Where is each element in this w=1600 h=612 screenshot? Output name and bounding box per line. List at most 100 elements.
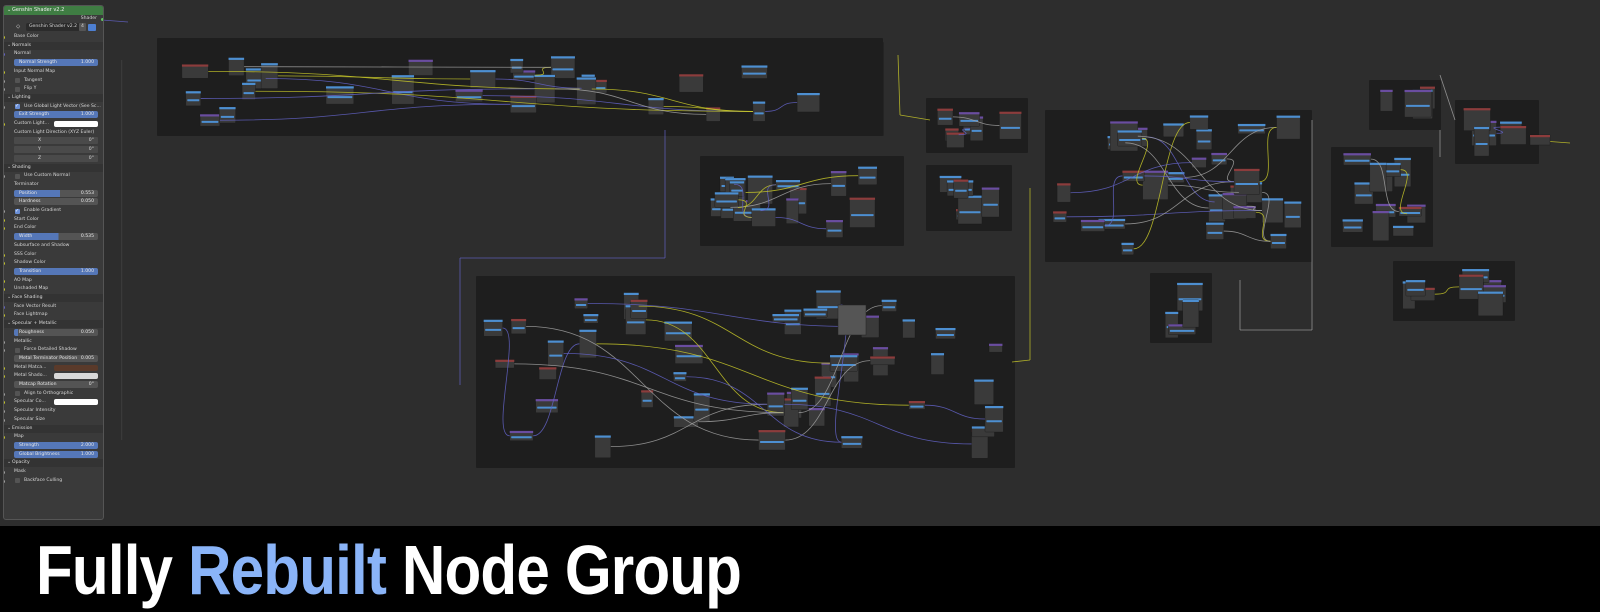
node-header[interactable] bbox=[455, 89, 483, 92]
node-header[interactable] bbox=[512, 70, 536, 73]
node-value-field[interactable] bbox=[511, 436, 532, 439]
node-header[interactable] bbox=[1142, 170, 1169, 173]
node-value-field[interactable] bbox=[722, 208, 737, 211]
node-value-field[interactable] bbox=[817, 306, 840, 309]
node-header[interactable] bbox=[989, 343, 1003, 346]
node-value-field[interactable] bbox=[1000, 126, 1020, 129]
node-header[interactable] bbox=[775, 180, 801, 183]
checkbox-row[interactable]: Enable Gradient bbox=[4, 207, 103, 215]
node-header[interactable] bbox=[1392, 225, 1414, 229]
node-header[interactable] bbox=[1233, 206, 1256, 209]
shader-node[interactable] bbox=[1473, 126, 1490, 157]
panel-heading-face-shading[interactable]: Face Shading bbox=[4, 294, 103, 302]
node-value-field[interactable] bbox=[512, 327, 525, 330]
input-socket[interactable] bbox=[4, 262, 5, 266]
node-header[interactable] bbox=[495, 359, 515, 362]
node-value-field[interactable] bbox=[983, 203, 998, 206]
node-header[interactable] bbox=[1398, 206, 1422, 210]
node-header[interactable] bbox=[729, 181, 745, 184]
shader-node[interactable] bbox=[751, 208, 776, 227]
node-header[interactable] bbox=[849, 197, 876, 200]
input-socket[interactable] bbox=[4, 410, 5, 414]
color-input-row[interactable]: Custom Light... bbox=[4, 120, 103, 128]
node-value-field[interactable] bbox=[816, 392, 830, 395]
shader-node[interactable] bbox=[664, 321, 693, 342]
node-header[interactable] bbox=[984, 405, 1004, 409]
shader-node[interactable] bbox=[1405, 279, 1426, 297]
checkbox-unchecked-icon[interactable] bbox=[15, 173, 20, 179]
shader-node[interactable] bbox=[957, 195, 983, 225]
node-value-field[interactable] bbox=[1344, 159, 1370, 162]
node-header[interactable] bbox=[550, 56, 575, 59]
node-editor[interactable]: ⌄ Genshin Shader v2.2 Shader⬦Genshin Sha… bbox=[0, 0, 1600, 526]
input-socket[interactable] bbox=[4, 392, 5, 396]
node-value-field[interactable] bbox=[883, 306, 896, 309]
node-header[interactable] bbox=[945, 128, 959, 131]
shader-node[interactable] bbox=[930, 352, 945, 375]
panel-heading-normals[interactable]: Normals bbox=[4, 41, 103, 50]
shader-node[interactable] bbox=[391, 74, 415, 105]
node-header[interactable] bbox=[648, 98, 664, 101]
input-socket[interactable] bbox=[4, 418, 5, 422]
shader-node[interactable] bbox=[469, 69, 496, 89]
node-header[interactable] bbox=[510, 95, 537, 98]
node-header[interactable] bbox=[1404, 89, 1432, 93]
node-header[interactable] bbox=[1098, 218, 1126, 222]
node-value-field[interactable] bbox=[731, 189, 743, 192]
shader-node[interactable] bbox=[849, 197, 876, 228]
node-value-field[interactable] bbox=[1407, 288, 1424, 291]
node-header[interactable] bbox=[1191, 157, 1207, 160]
node-value-field[interactable] bbox=[851, 214, 874, 217]
node-header[interactable] bbox=[1407, 204, 1426, 207]
node-value-field[interactable] bbox=[627, 321, 645, 324]
shader-node[interactable] bbox=[1233, 168, 1260, 195]
input-socket[interactable] bbox=[4, 253, 5, 257]
node-value-field[interactable] bbox=[754, 112, 764, 115]
input-socket[interactable] bbox=[4, 314, 5, 318]
node-header[interactable] bbox=[1057, 183, 1071, 186]
node-value-field[interactable] bbox=[584, 319, 597, 322]
node-header[interactable] bbox=[741, 65, 768, 68]
node-header[interactable] bbox=[539, 367, 557, 370]
node-header[interactable] bbox=[242, 82, 256, 85]
node-value-field[interactable] bbox=[1082, 226, 1104, 229]
node-value-field[interactable] bbox=[537, 406, 557, 409]
shader-node[interactable] bbox=[630, 299, 648, 319]
node-header[interactable] bbox=[1483, 280, 1502, 283]
input-socket[interactable] bbox=[4, 340, 5, 344]
shader-node[interactable] bbox=[999, 111, 1022, 140]
node-value-field[interactable] bbox=[827, 229, 842, 232]
node-header[interactable] bbox=[930, 353, 945, 356]
node-value-field[interactable] bbox=[1344, 226, 1362, 229]
input-socket[interactable] bbox=[4, 401, 5, 405]
shader-node[interactable] bbox=[752, 101, 766, 122]
node-header[interactable] bbox=[483, 319, 503, 322]
node-header[interactable] bbox=[1196, 129, 1212, 132]
color-swatch[interactable] bbox=[54, 121, 98, 127]
shader-node[interactable] bbox=[510, 318, 527, 335]
checkbox-row[interactable]: Tangent bbox=[4, 77, 103, 85]
input-socket[interactable] bbox=[4, 218, 5, 222]
panel-heading-shading[interactable]: Shading bbox=[4, 163, 103, 172]
node-header[interactable] bbox=[587, 79, 607, 83]
node-header[interactable] bbox=[1500, 121, 1522, 124]
node-header[interactable] bbox=[999, 111, 1022, 114]
node-header[interactable] bbox=[1343, 153, 1371, 156]
node-value-field[interactable] bbox=[201, 120, 219, 123]
node-header[interactable] bbox=[581, 74, 595, 77]
node-value-field[interactable] bbox=[1285, 215, 1300, 218]
shader-node[interactable] bbox=[857, 166, 878, 185]
node-header[interactable] bbox=[821, 362, 837, 365]
node-value-field[interactable] bbox=[549, 354, 563, 357]
shader-node[interactable] bbox=[829, 354, 858, 372]
node-value-field[interactable] bbox=[575, 304, 587, 307]
node-header[interactable] bbox=[391, 75, 415, 78]
fake-user-icon[interactable] bbox=[88, 23, 96, 31]
node-header[interactable] bbox=[1206, 222, 1224, 225]
node-header[interactable] bbox=[725, 178, 746, 181]
